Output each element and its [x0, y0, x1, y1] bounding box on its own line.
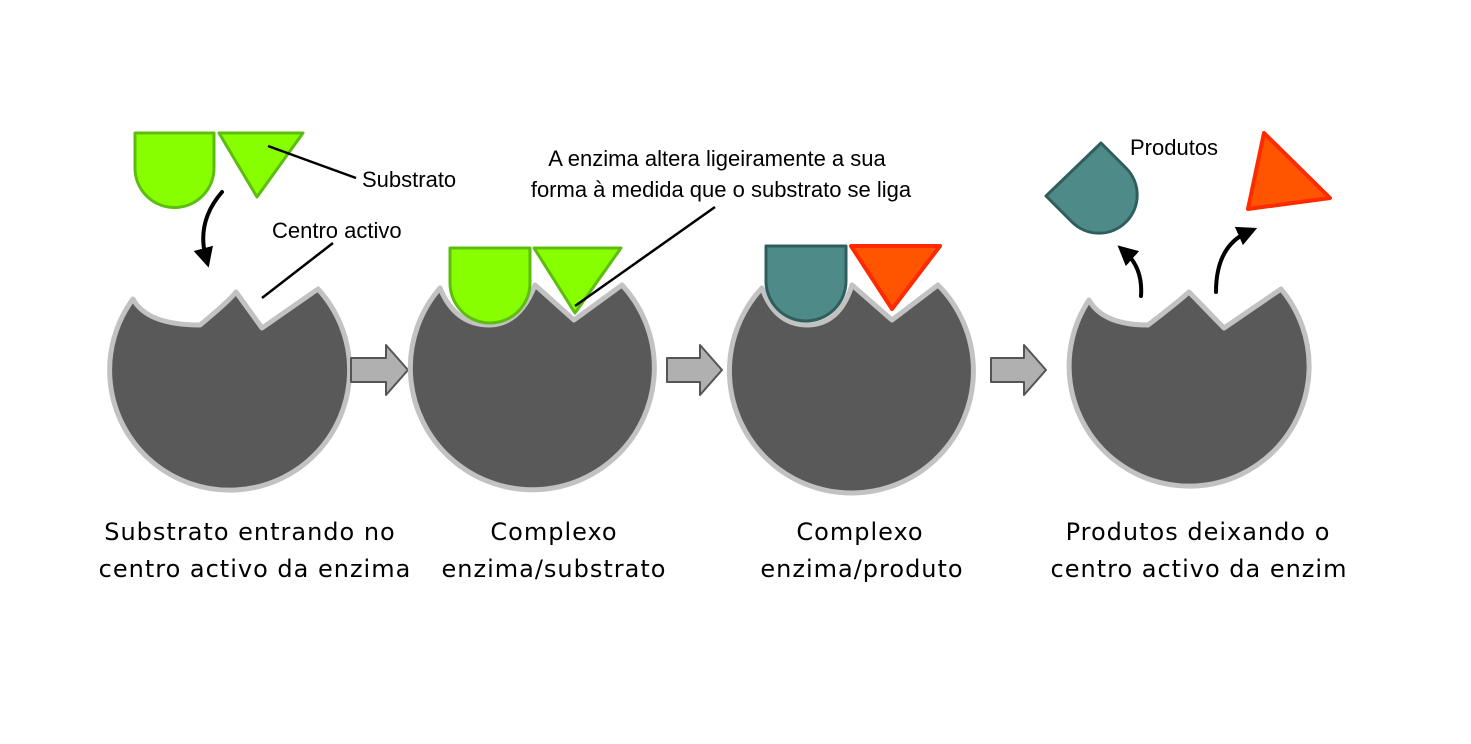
label-substrato: Substrato	[362, 167, 456, 192]
note-line-1: A enzima altera ligeiramente a sua	[548, 146, 886, 171]
released-product-semicircle	[1044, 141, 1139, 235]
leave-arrow-right	[1214, 226, 1258, 294]
enzyme-3	[726, 282, 976, 496]
caption-1-line-2: centro activo da enzima	[99, 555, 412, 583]
enzyme-2	[407, 282, 657, 493]
leave-arrow-left	[1117, 245, 1144, 298]
step-4-figure: Produtos	[1044, 131, 1332, 489]
enzyme-1	[110, 289, 350, 490]
note-line-2: forma à medida que o substrato se liga	[531, 177, 912, 202]
bound-product-triangle	[849, 244, 942, 311]
bound-substrate-triangle	[532, 246, 623, 315]
flow-arrow-2	[666, 344, 723, 396]
caption-1-line-1: Substrato entrando no	[104, 518, 396, 546]
bound-product-semicircle	[764, 244, 848, 323]
caption-3-line-1: Complexo	[796, 518, 923, 546]
caption-2-line-2: enzima/substrato	[442, 555, 667, 583]
substrato-leader	[267, 144, 357, 180]
bound-substrate-semicircle	[448, 246, 532, 325]
substrate-triangle	[217, 131, 305, 199]
caption-2-line-1: Complexo	[490, 518, 617, 546]
released-product-triangle	[1246, 131, 1332, 211]
enter-arrow	[193, 190, 224, 268]
label-produtos: Produtos	[1130, 135, 1218, 160]
substrate-free	[133, 131, 305, 209]
flow-arrow-3	[990, 344, 1047, 396]
step-1-figure: Substrato Centro activo	[110, 131, 456, 490]
label-centro-activo: Centro activo	[272, 218, 402, 243]
flow-arrow-1	[350, 344, 409, 396]
caption-4-line-1: Produtos deixando o	[1066, 518, 1331, 546]
caption-4-line-2: centro activo da enzim	[1051, 555, 1348, 583]
step-3-figure	[726, 244, 976, 496]
note-leader	[574, 205, 716, 308]
substrate-semicircle	[133, 131, 216, 209]
step-2-figure: A enzima altera ligeiramente a sua forma…	[407, 146, 912, 493]
enzyme-4	[1066, 286, 1312, 489]
caption-3-line-2: enzima/produto	[760, 555, 963, 583]
centro-activo-leader	[261, 242, 334, 299]
